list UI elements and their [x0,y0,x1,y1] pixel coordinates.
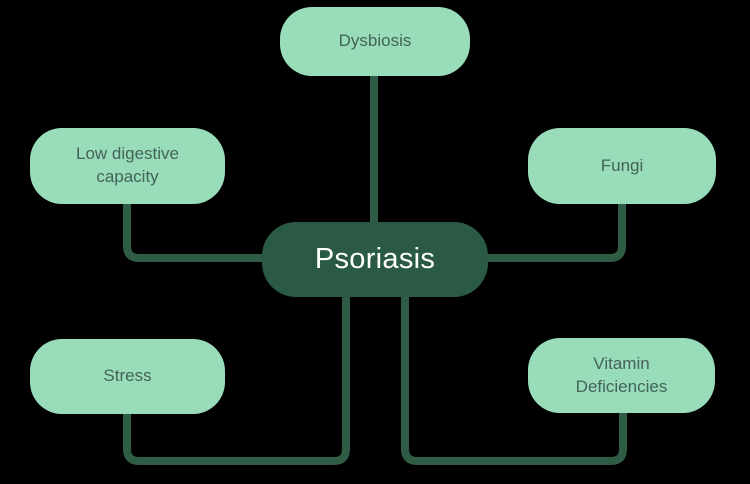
node-low-digestive-capacity[interactable]: Low digestive capacity [30,128,225,204]
node-stress[interactable]: Stress [30,339,225,414]
edge-low-digestive-capacity-psoriasis [123,195,270,262]
node-low-digestive-capacity-label: Low digestive capacity [75,144,179,186]
node-vitamin-deficiencies-label: Vitamin Deficiencies [575,353,668,396]
node-dysbiosis-label: Dysbiosis [338,31,412,51]
node-dysbiosis[interactable]: Dysbiosis [280,7,470,76]
edge-fungi-psoriasis [480,195,626,262]
edge-stress-psoriasis [123,289,350,465]
edge-vitamin-deficiencies-psoriasis [401,289,627,465]
node-psoriasis-label: Psoriasis [314,242,436,275]
node-psoriasis-center[interactable]: Psoriasis [262,222,488,297]
node-fungi-label: Fungi [600,155,644,175]
node-stress-label: Stress [103,366,152,386]
node-vitamin-deficiencies[interactable]: Vitamin Deficiencies [528,338,715,413]
node-fungi[interactable]: Fungi [528,128,716,204]
